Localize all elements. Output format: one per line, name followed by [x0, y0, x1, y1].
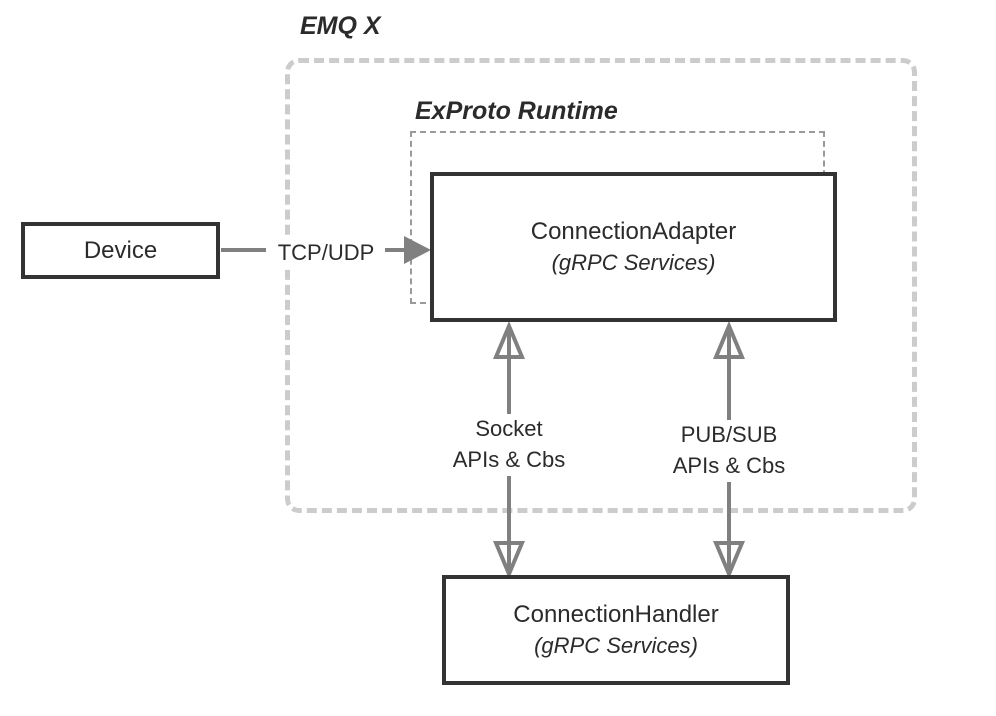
edge-label-socket: Socket APIs & Cbs [439, 414, 579, 476]
node-connection-handler-title: ConnectionHandler [513, 600, 719, 628]
arrowhead-socket-down [492, 541, 526, 580]
node-connection-handler-subtitle: (gRPC Services) [534, 632, 698, 658]
edge-label-tcp-udp: TCP/UDP [269, 238, 383, 268]
edge-label-pubsub-line2: APIs & Cbs [672, 452, 786, 478]
node-connection-adapter-title: ConnectionAdapter [530, 217, 737, 245]
node-device[interactable]: Device [21, 222, 220, 279]
group-box-emqx [285, 58, 917, 513]
node-connection-adapter[interactable]: ConnectionAdapter (gRPC Services) [430, 172, 837, 322]
edge-label-pubsub: PUB/SUB APIs & Cbs [659, 420, 799, 482]
group-label-exproto-runtime: ExProto Runtime [415, 97, 618, 125]
edge-label-socket-line2: APIs & Cbs [452, 446, 566, 472]
edge-label-socket-line1: Socket [475, 416, 543, 441]
node-device-title: Device [83, 236, 158, 264]
arrowhead-pubsub-down [712, 541, 746, 580]
edge-label-pubsub-line1: PUB/SUB [680, 422, 778, 447]
group-label-emqx: EMQ X [300, 12, 381, 40]
node-connection-handler[interactable]: ConnectionHandler (gRPC Services) [442, 575, 790, 685]
node-connection-adapter-subtitle: (gRPC Services) [551, 249, 716, 275]
